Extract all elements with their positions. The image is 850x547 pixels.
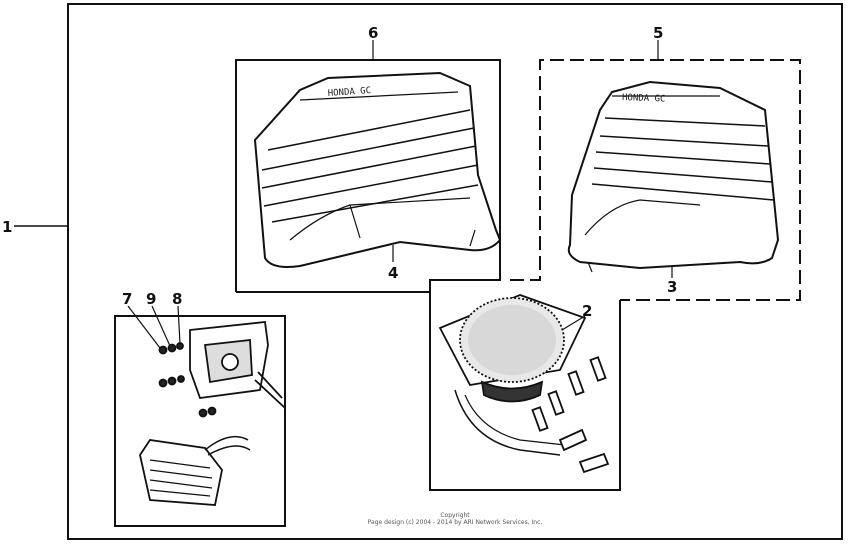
- callout-2: 2: [582, 302, 592, 320]
- copyright-notice: Copyright Page design (c) 2004 - 2014 by…: [300, 512, 610, 526]
- hardware-7-8-9: [158, 342, 217, 418]
- callout-9: 9: [146, 290, 156, 308]
- callout-6: 6: [368, 24, 378, 42]
- tail-light-lens: [139, 439, 223, 506]
- callout-4: 4: [388, 264, 398, 282]
- assembly-frame: [67, 3, 843, 540]
- speaker-part-2: [438, 294, 610, 474]
- cover-part-5: [567, 80, 780, 273]
- leader-2: [561, 315, 586, 331]
- leader-9: [151, 305, 171, 347]
- callout-3: 3: [667, 278, 677, 296]
- tail-light-group: [139, 321, 286, 506]
- leader-8: [177, 305, 181, 345]
- callout-8: 8: [172, 290, 182, 308]
- frame-tail-light: [114, 315, 286, 527]
- frame-part-2: [429, 280, 621, 491]
- copyright-line-1: Copyright: [440, 512, 470, 519]
- copyright-line-2: Page design (c) 2004 - 2014 by ARI Netwo…: [367, 519, 543, 526]
- cover-part-6: [253, 71, 502, 268]
- left-cover-logo: HONDA GC: [328, 86, 372, 99]
- frame-part-5: [510, 59, 801, 301]
- callout-5: 5: [653, 24, 663, 42]
- bolt-set: [531, 356, 610, 474]
- right-cover-logo: HONDA GC: [622, 93, 666, 105]
- callout-1: 1: [2, 218, 12, 236]
- callout-7: 7: [122, 290, 132, 308]
- leader-7: [127, 305, 161, 349]
